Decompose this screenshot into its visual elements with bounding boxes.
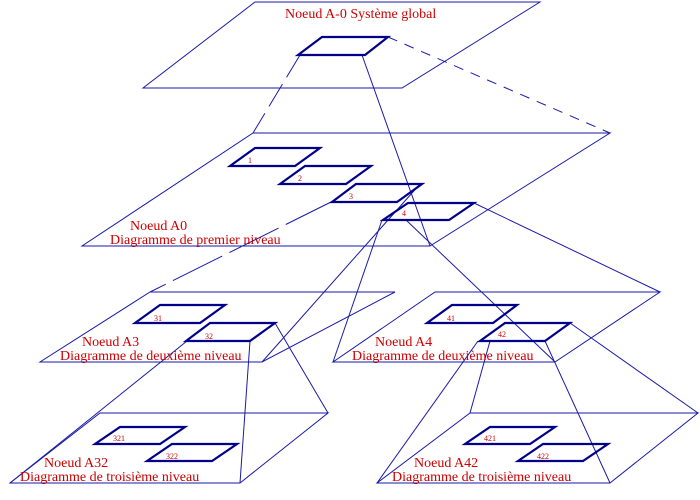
- connector-b4-inner: [405, 219, 556, 363]
- box-3: [328, 182, 426, 204]
- box-31: [131, 303, 229, 325]
- node-a4-title: Noeud A4: [375, 335, 432, 350]
- node-a0-title: Noeud A0: [130, 219, 187, 234]
- connector-b32-left: [9, 340, 188, 484]
- box-322-label: 322: [166, 452, 178, 461]
- box-1: [226, 146, 324, 168]
- box-422: [514, 442, 612, 463]
- connector-b32-mid: [239, 340, 251, 484]
- connector-b32-right: [274, 322, 329, 414]
- connector-a0top-mid: [361, 54, 431, 247]
- connector-b4-left: [332, 219, 383, 363]
- node-a32-subtitle: Diagramme de troisième niveau: [20, 470, 199, 485]
- connector-a0top-left: [252, 54, 301, 134]
- plane-a0-top: [141, 1, 542, 89]
- box-321: [91, 425, 189, 446]
- node-a32-title: Noeud A32: [44, 456, 108, 471]
- box-42: [476, 321, 574, 343]
- node-a3-title: Noeud A3: [82, 335, 139, 350]
- box-41: [423, 303, 521, 325]
- node-a3-subtitle: Diagramme de deuxième niveau: [60, 349, 242, 364]
- connector-a0top-right: [387, 36, 611, 134]
- box-2-label: 2: [298, 174, 302, 183]
- box-421: [461, 425, 559, 446]
- node-a42-subtitle: Diagramme de troisième niveau: [392, 470, 571, 485]
- box-42-label: 42: [498, 330, 506, 339]
- box-322: [143, 442, 241, 463]
- box-4-label: 4: [402, 209, 406, 218]
- box-41-label: 41: [447, 314, 455, 323]
- connector-b42-right: [569, 322, 699, 414]
- box-3-label: 3: [349, 192, 353, 201]
- box-31-label: 31: [154, 314, 162, 323]
- connector-b4-right: [473, 202, 661, 293]
- box-2: [276, 164, 375, 186]
- connector-b3-left: [149, 199, 336, 293]
- box-a0-top: [294, 35, 392, 57]
- connector-b42-left: [376, 340, 479, 484]
- box-1-label: 1: [248, 156, 252, 165]
- box-321-label: 321: [113, 434, 125, 443]
- connector-b42-inner: [544, 340, 611, 484]
- node-a0-top-title: Noeud A-0 Système global: [285, 7, 436, 22]
- box-32-label: 32: [205, 332, 213, 341]
- node-a42-title: Noeud A42: [414, 456, 478, 471]
- box-32: [182, 321, 279, 343]
- node-a4-subtitle: Diagramme de deuxième niveau: [352, 349, 534, 364]
- box-422-label: 422: [537, 452, 549, 461]
- node-a0-subtitle: Diagramme de premier niveau: [110, 233, 281, 248]
- box-421-label: 421: [484, 434, 496, 443]
- box-4: [379, 201, 478, 222]
- connector-b42-mid: [469, 340, 491, 414]
